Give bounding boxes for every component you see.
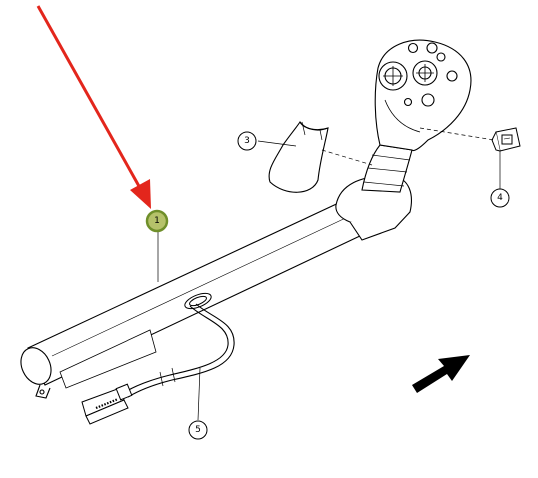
joystick-grip <box>335 39 472 241</box>
callout-1-label: 1 <box>154 216 160 226</box>
callout-5: 5 <box>188 420 208 440</box>
direction-arrow <box>412 355 470 393</box>
red-pointer-arrow <box>36 5 151 209</box>
leader-lines-dashed <box>157 127 501 421</box>
harness-connector <box>81 383 133 425</box>
wiring-harness <box>124 303 235 398</box>
control-tube <box>20 199 363 399</box>
grip-cover <box>268 121 329 193</box>
callout-1: 1 <box>145 209 169 233</box>
callout-3-label: 3 <box>244 136 250 146</box>
cable-clip <box>184 292 212 310</box>
callout-4: 4 <box>490 188 510 208</box>
callout-3: 3 <box>237 131 257 151</box>
callout-5-label: 5 <box>195 425 201 435</box>
switch-clip <box>491 127 521 152</box>
callout-4-label: 4 <box>497 193 503 203</box>
